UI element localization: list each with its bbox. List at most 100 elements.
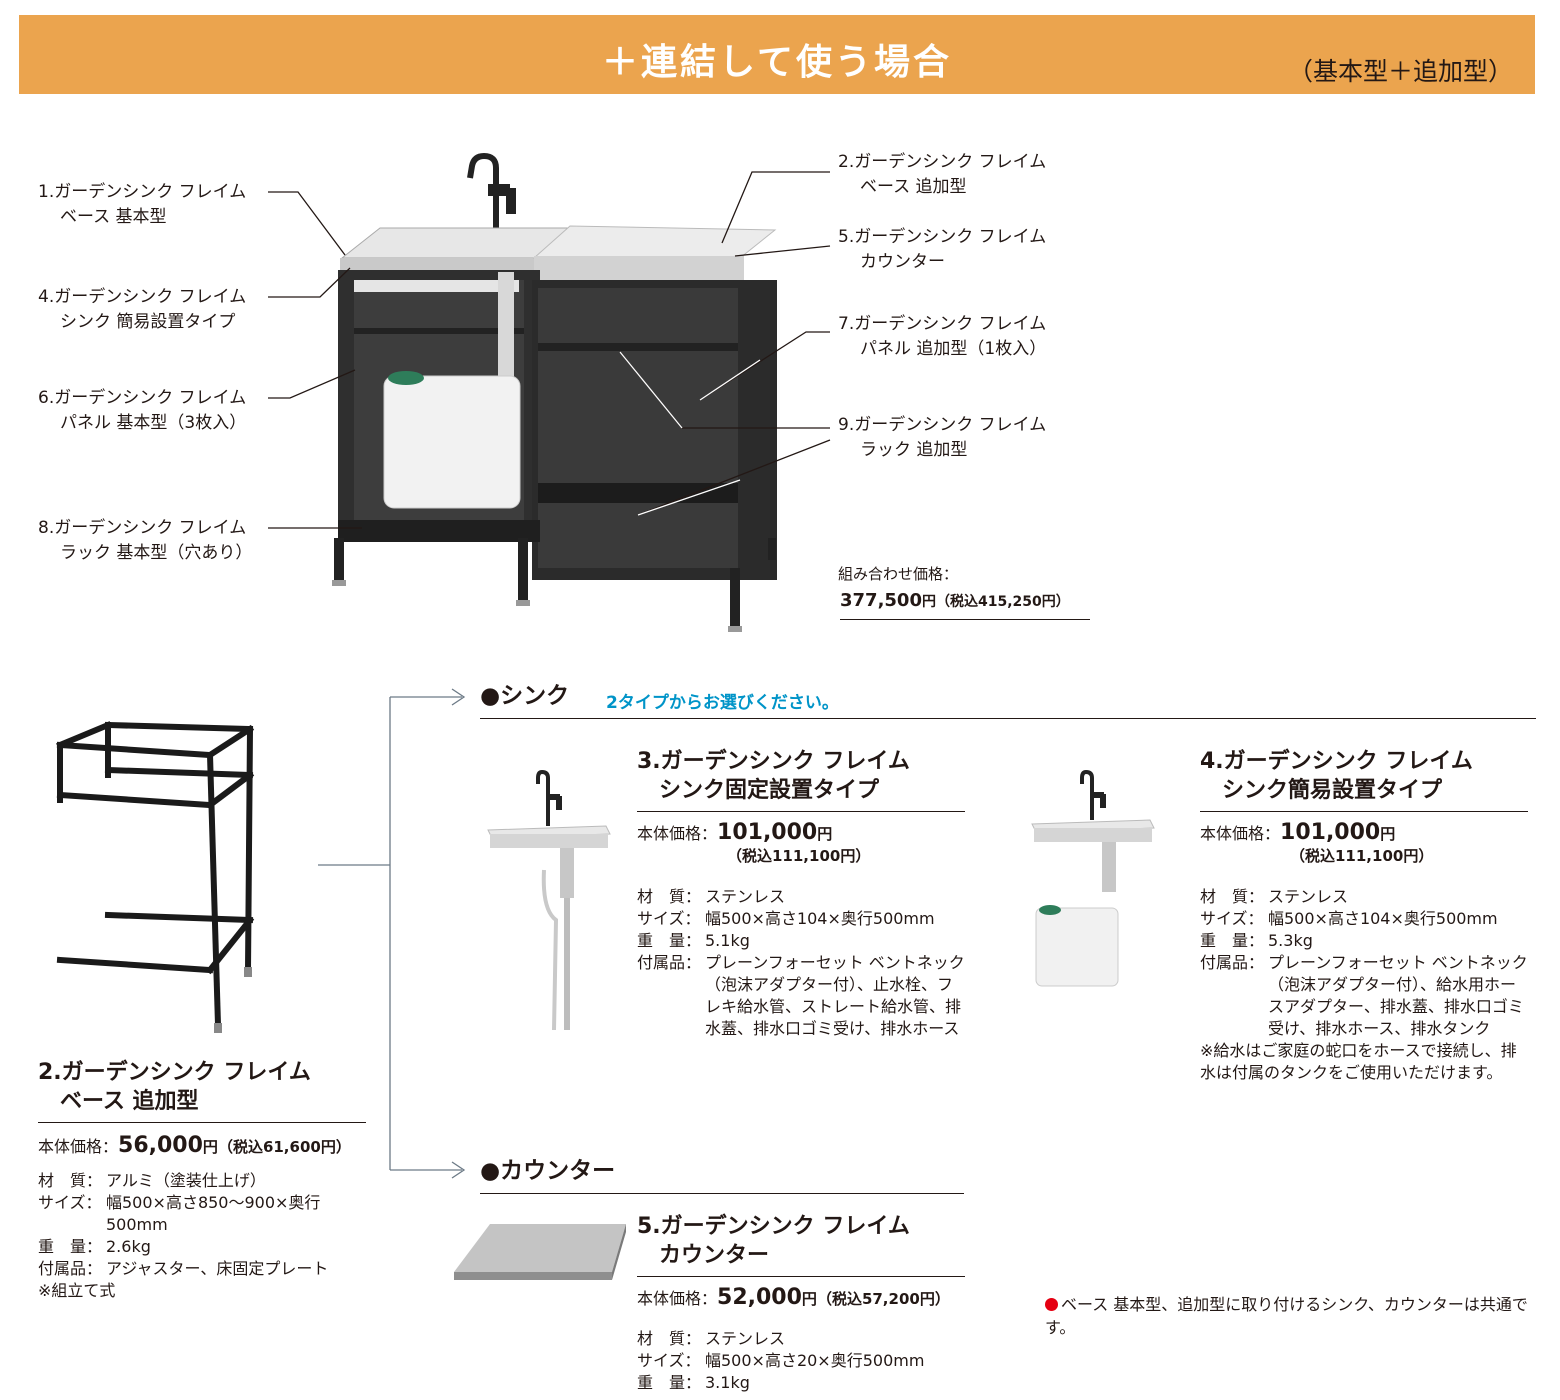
callout-6-line1: 6.ガーデンシンク フレイム [38,388,247,408]
spec-row: サイズ：幅500×高さ104×奥行500mm [1200,908,1528,930]
product-5: 5.ガーデンシンク フレイム カウンター 本体価格：52,000円（税込57,2… [637,1212,965,1394]
spec-value: 幅500×高さ850～900×奥行500mm [106,1193,321,1234]
product-2-title-line1: 2.ガーデンシンク フレイム [38,1060,311,1085]
callout-4-line1: 4.ガーデンシンク フレイム [38,287,247,307]
spec-key: 材 質： [637,1329,702,1348]
spec-key: サイズ： [637,1351,701,1370]
product-2-price-label: 本体価格： [38,1137,119,1156]
spec-key: 付属品： [1200,953,1265,972]
sink-section-divider [480,718,1536,719]
product-4-note: ※給水はご家庭の蛇口をホースで接続し、排水は付属のタンクをご使用いただけます。 [1200,1041,1517,1082]
spec-row: 付属品：プレーンフォーセット ベントネック（泡沫アダプター付）、給水用ホースアダ… [1200,952,1528,1040]
product-5-price-value: 52,000 [717,1285,802,1310]
red-dot-icon [1045,1298,1058,1311]
product-3: 3.ガーデンシンク フレイム シンク固定設置タイプ 本体価格：101,000円 … [637,747,965,1040]
combo-price-value: 377,500 [840,590,922,611]
product-2-price: 本体価格：56,000円（税込61,600円） [38,1133,366,1158]
product-5-title-line1: 5.ガーデンシンク フレイム [637,1214,910,1239]
product-2-price-unit: 円 [202,1138,218,1156]
spec-row: 付属品：プレーンフォーセット ベントネック（泡沫アダプター付）、止水栓、フレキ給… [637,952,965,1040]
product-3-title-line2: シンク固定設置タイプ [659,778,880,803]
product-4-price-unit: 円 [1380,825,1396,843]
callout-8-line1: 8.ガーデンシンク フレイム [38,518,247,538]
spec-key: 重 量： [637,1373,702,1392]
product-2-price-value: 56,000 [118,1133,203,1158]
product-2-price-tax: （税込61,600円） [217,1138,351,1156]
product-4-title-line1: 4.ガーデンシンク フレイム [1200,749,1473,774]
spec-row: 材 質：ステンレス [637,886,965,908]
spec-key: 材 質： [637,887,702,906]
spec-key: サイズ： [38,1193,102,1212]
callout-7: 7.ガーデンシンク フレイム パネル 追加型（1枚入） [838,312,1046,362]
combo-price-tax: （税込415,250円） [935,594,1070,610]
product-3-price-unit: 円 [817,825,833,843]
callout-4-line2: シンク 簡易設置タイプ [60,312,236,332]
product-3-price-tax-row: （税込111,100円） [637,845,965,866]
product-3-specs: 材 質：ステンレス サイズ：幅500×高さ104×奥行500mm 重 量：5.1… [637,886,965,1040]
spec-value: 幅500×高さ104×奥行500mm [705,909,935,928]
product-3-price-label: 本体価格： [637,824,718,843]
spec-value: アジャスター、床固定プレート [106,1259,329,1278]
callout-8: 8.ガーデンシンク フレイム ラック 基本型（穴あり） [38,516,252,566]
combo-price-label: 組み合わせ価格： [838,565,959,583]
spec-value: プレーンフォーセット ベントネック（泡沫アダプター付）、給水用ホースアダプター、… [1268,953,1528,1038]
product-2: 2.ガーデンシンク フレイム ベース 追加型 本体価格：56,000円（税込61… [38,1058,366,1302]
product-2-specs: 材 質：アルミ（塗装仕上げ） サイズ：幅500×高さ850～900×奥行500m… [38,1170,348,1302]
product-2-title-line2: ベース 追加型 [60,1089,199,1114]
product-3-price-tax: （税込111,100円） [727,847,871,865]
spec-value: 2.6kg [106,1237,151,1256]
product-2-title: 2.ガーデンシンク フレイム ベース 追加型 [38,1058,366,1123]
product-4-title-line2: シンク簡易設置タイプ [1222,778,1443,803]
spec-row: サイズ：幅500×高さ104×奥行500mm [637,908,965,930]
product-4-price-value: 101,000 [1280,820,1381,845]
product-5-price-label: 本体価格： [637,1289,718,1308]
callout-2-line1: 2.ガーデンシンク フレイム [838,152,1047,172]
product-4: 4.ガーデンシンク フレイム シンク簡易設置タイプ 本体価格：101,000円 … [1200,747,1528,1084]
product-5-specs: 材 質：ステンレス サイズ：幅500×高さ20×奥行500mm 重 量：3.1k… [637,1328,965,1394]
combined-sink-illustration [332,152,777,632]
callout-1-line2: ベース 基本型 [60,207,167,227]
product-4-price: 本体価格：101,000円 [1200,820,1528,845]
product-4-specs: 材 質：ステンレス サイズ：幅500×高さ104×奥行500mm 重 量：5.3… [1200,886,1528,1084]
callout-5-line2: カウンター [860,252,945,272]
callout-8-line2: ラック 基本型（穴あり） [60,543,253,563]
combo-price: 377,500円（税込415,250円） [840,590,1090,620]
callout-2: 2.ガーデンシンク フレイム ベース 追加型 [838,150,1046,200]
callout-7-line2: パネル 追加型（1枚入） [860,339,1047,359]
spec-key: 材 質： [38,1171,103,1190]
fixed-sink-illustration [487,770,611,1031]
product-5-title: 5.ガーデンシンク フレイム カウンター [637,1212,965,1277]
spec-row: 重 量：5.1kg [637,930,965,952]
callout-9-line2: ラック 追加型 [860,440,968,460]
product-2-note: ※組立て式 [38,1281,116,1300]
spec-key: 重 量： [38,1237,103,1256]
product-5-price-unit: 円 [801,1290,817,1308]
spec-key: サイズ： [637,909,701,928]
counter-illustration [454,1224,626,1280]
spec-value: ステンレス [705,887,786,906]
spec-key: 材 質： [1200,887,1265,906]
callout-9-line1: 9.ガーデンシンク フレイム [838,415,1047,435]
product-5-title-line2: カウンター [659,1243,770,1268]
product-4-price-tax: （税込111,100円） [1290,847,1434,865]
spec-value: プレーンフォーセット ベントネック（泡沫アダプター付）、止水栓、フレキ給水管、ス… [705,953,965,1038]
counter-section-divider [480,1193,964,1194]
callout-2-line2: ベース 追加型 [860,177,967,197]
spec-value: ステンレス [705,1329,786,1348]
spec-row: 重 量：3.1kg [637,1372,965,1394]
product-5-price-tax: （税込57,200円） [816,1290,950,1308]
callout-9: 9.ガーデンシンク フレイム ラック 追加型 [838,413,1046,463]
spec-row: 材 質：アルミ（塗装仕上げ） [38,1170,348,1192]
sink-section-note: 2タイプからお選びください。 [606,693,839,713]
callout-6: 6.ガーデンシンク フレイム パネル 基本型（3枚入） [38,386,246,436]
callout-1: 1.ガーデンシンク フレイム ベース 基本型 [38,180,246,230]
sink-section-heading: ●シンク [480,683,570,709]
spec-value: アルミ（塗装仕上げ） [106,1171,266,1190]
spec-row: 付属品：アジャスター、床固定プレート [38,1258,348,1280]
page-subtitle: （基本型＋追加型） [1287,57,1513,86]
callout-1-line1: 1.ガーデンシンク フレイム [38,182,247,202]
product-3-price: 本体価格：101,000円 [637,820,965,845]
product-3-title: 3.ガーデンシンク フレイム シンク固定設置タイプ [637,747,965,812]
product-3-title-line1: 3.ガーデンシンク フレイム [637,749,910,774]
combo-price-unit: 円 [921,594,936,610]
